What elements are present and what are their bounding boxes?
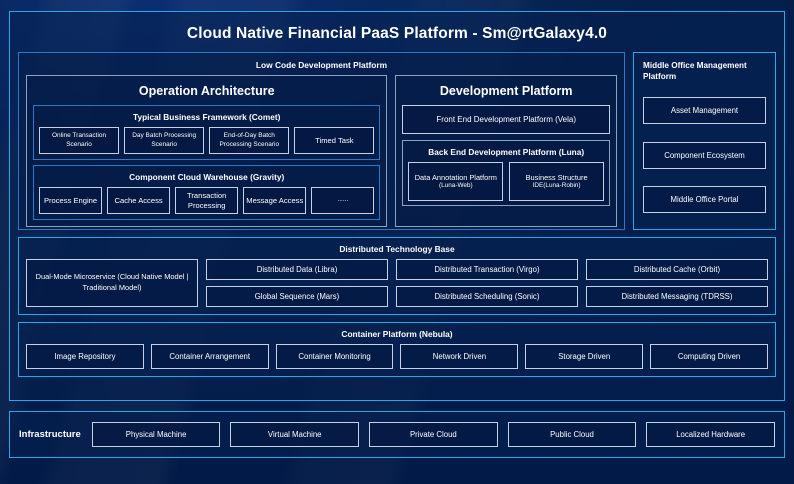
chip-data-annotation-platform-label: Data Annotation Platform (414, 172, 497, 182)
typical-business-framework-items: Online Transaction Scenario Day Batch Pr… (39, 127, 375, 154)
back-end-development-platform-group: Back End Development Platform (Luna) Dat… (402, 140, 610, 206)
distributed-technology-base-panel: Distributed Technology Base Dual-Mode Mi… (18, 237, 776, 315)
back-end-items: Data Annotation Platform (Luna-Web) Busi… (408, 162, 604, 201)
middle-office-item-component-ecosystem[interactable]: Component Ecosystem (643, 141, 766, 169)
middle-office-items: Asset Management Component Ecosystem Mid… (643, 88, 766, 222)
chip-timed-task[interactable]: Timed Task (294, 127, 375, 154)
container-platform-heading: Container Platform (Nebula) (341, 329, 453, 339)
operation-architecture-panel: Operation Architecture Typical Business … (26, 75, 388, 227)
chip-online-transaction-scenario[interactable]: Online Transaction Scenario (39, 127, 120, 154)
infrastructure-label: Infrastructure (19, 429, 81, 440)
chip-transaction-processing[interactable]: Transaction Processing (175, 187, 239, 214)
chip-process-engine[interactable]: Process Engine (39, 187, 103, 214)
operation-architecture-title: Operation Architecture (138, 84, 275, 98)
dtb-cell-distributed-messaging[interactable]: Distributed Messaging (TDRSS) (586, 286, 768, 307)
low-code-heading: Low Code Development Platform (255, 60, 388, 70)
middle-office-title: Middle Office Management Platform (643, 61, 747, 82)
container-cell-container-arrangement[interactable]: Container Arrangement (150, 344, 269, 369)
distributed-technology-base-heading: Distributed Technology Base (339, 244, 455, 254)
back-end-development-platform-title: Back End Development Platform (Luna) (428, 147, 585, 157)
infrastructure-cell-virtual-machine[interactable]: Virtual Machine (230, 422, 360, 447)
infrastructure-cell-localized-hardware[interactable]: Localized Hardware (646, 422, 775, 447)
low-code-columns: Operation Architecture Typical Business … (26, 75, 617, 227)
component-cloud-warehouse-title: Component Cloud Warehouse (Gravity) (129, 172, 285, 182)
chip-data-annotation-platform[interactable]: Data Annotation Platform (Luna-Web) (408, 162, 504, 201)
container-cell-image-repository[interactable]: Image Repository (26, 344, 144, 369)
dtb-dual-mode-microservice[interactable]: Dual-Mode Microservice (Cloud Native Mod… (26, 259, 198, 307)
infrastructure-panel: Infrastructure Physical Machine Virtual … (9, 411, 785, 458)
infrastructure-cell-public-cloud[interactable]: Public Cloud (507, 422, 637, 447)
middle-office-item-middle-office-portal[interactable]: Middle Office Portal (643, 186, 766, 214)
chip-cache-access[interactable]: Cache Access (107, 187, 171, 214)
chip-day-batch-processing-scenario[interactable]: Day Batch Processing Scenario (124, 127, 205, 154)
low-code-development-platform-panel: Low Code Development Platform Operation … (18, 52, 625, 230)
middle-office-management-platform-panel: Middle Office Management Platform Asset … (633, 52, 776, 230)
dtb-cell-distributed-data[interactable]: Distributed Data (Libra) (206, 259, 388, 280)
chip-business-structure-sub: IDE(Luna-Robin) (532, 182, 581, 190)
chip-end-of-day-batch-processing-scenario[interactable]: End-of-Day Batch Processing Scenario (209, 127, 290, 154)
chip-business-structure-ide[interactable]: Business Structure IDE(Luna-Robin) (509, 162, 604, 201)
platform-frame: Cloud Native Financial PaaS Platform - S… (9, 11, 785, 401)
development-platform-panel: Development Platform Front End Developme… (395, 75, 617, 227)
dtb-grid: Distributed Data (Libra) Distributed Tra… (206, 259, 768, 307)
development-platform-title: Development Platform (439, 84, 573, 98)
typical-business-framework-group: Typical Business Framework (Comet) Onlin… (33, 105, 381, 160)
container-cell-container-monitoring[interactable]: Container Monitoring (275, 344, 394, 369)
page-title: Cloud Native Financial PaaS Platform - S… (186, 25, 608, 42)
container-platform-items: Image Repository Container Arrangement C… (26, 344, 768, 369)
chip-data-annotation-platform-sub: (Luna-Web) (438, 182, 473, 190)
component-cloud-warehouse-group: Component Cloud Warehouse (Gravity) Proc… (33, 165, 381, 220)
typical-business-framework-title: Typical Business Framework (Comet) (133, 112, 281, 122)
top-region: Low Code Development Platform Operation … (18, 52, 776, 230)
container-cell-computing-driven[interactable]: Computing Driven (650, 344, 768, 369)
infrastructure-items: Physical Machine Virtual Machine Private… (91, 422, 775, 447)
chip-business-structure-label: Business Structure (525, 172, 588, 182)
front-end-development-platform[interactable]: Front End Development Platform (Vela) (402, 105, 610, 134)
container-platform-panel: Container Platform (Nebula) Image Reposi… (18, 322, 776, 377)
middle-office-item-asset-management[interactable]: Asset Management (643, 96, 766, 124)
infrastructure-cell-private-cloud[interactable]: Private Cloud (369, 422, 498, 447)
dtb-cell-global-sequence[interactable]: Global Sequence (Mars) (206, 286, 388, 307)
chip-message-access[interactable]: Message Access (243, 187, 307, 214)
container-cell-network-driven[interactable]: Network Driven (400, 344, 519, 369)
infrastructure-cell-physical-machine[interactable]: Physical Machine (91, 422, 221, 447)
component-cloud-warehouse-items: Process Engine Cache Access Transaction … (39, 187, 375, 214)
dtb-cell-distributed-cache[interactable]: Distributed Cache (Orbit) (586, 259, 768, 280)
distributed-technology-base-body: Dual-Mode Microservice (Cloud Native Mod… (26, 259, 768, 307)
dtb-cell-distributed-transaction[interactable]: Distributed Transaction (Virgo) (396, 259, 578, 280)
container-cell-storage-driven[interactable]: Storage Driven (525, 344, 644, 369)
chip-more-ellipsis[interactable]: ...... (311, 187, 375, 214)
dtb-cell-distributed-scheduling[interactable]: Distributed Scheduling (Sonic) (396, 286, 578, 307)
